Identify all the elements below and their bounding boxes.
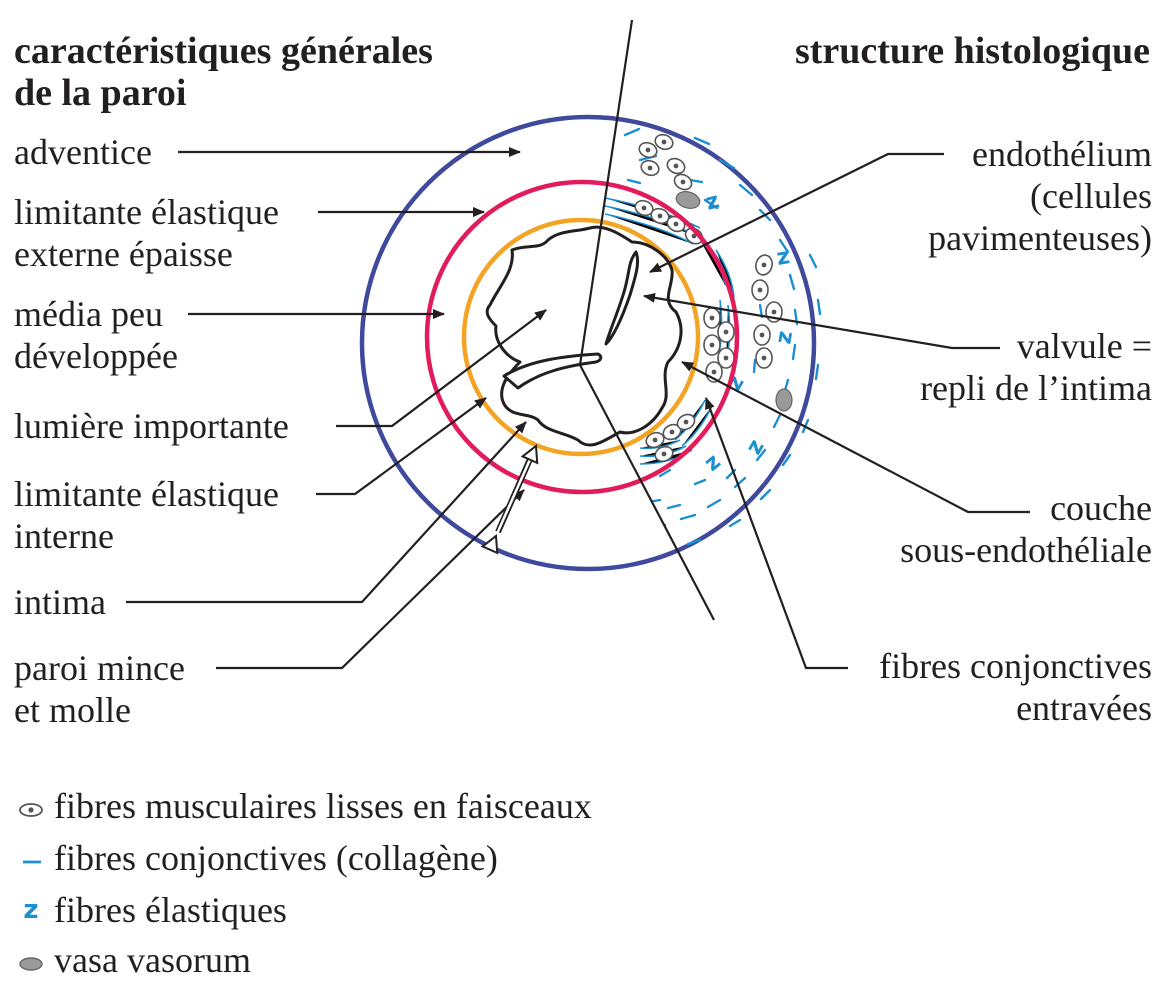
legend-label-elastic: fibres élastiques: [54, 890, 287, 930]
leader-limitante-interne: [316, 398, 486, 494]
svg-text:z: z: [771, 329, 798, 346]
legend-label-muscle: fibres musculaires lisses en faisceaux: [54, 786, 592, 826]
legend-label-vasa: vasa vasorum: [54, 940, 251, 980]
legend-item-vasa: vasa vasorum: [16, 940, 251, 980]
left-leader-lines: [126, 152, 546, 668]
svg-text:z: z: [700, 449, 726, 476]
legend-item-elastic: z fibres élastiques: [16, 890, 287, 930]
legend-label-collagen: fibres conjonctives (collagène): [54, 838, 498, 878]
muscle-fiber-icon: [16, 786, 46, 826]
leader-intima: [126, 422, 526, 602]
svg-text:z: z: [742, 435, 770, 459]
svg-text:z: z: [703, 188, 722, 215]
legend-item-muscle: fibres musculaires lisses en faisceaux: [16, 786, 592, 826]
right-leader-lines: [644, 154, 1030, 668]
elastic-fiber-icon: z: [16, 890, 46, 930]
wall-thickness-arrow-inner: [496, 446, 536, 536]
collagen-fiber-icon: [16, 838, 46, 878]
svg-text:z: z: [775, 244, 792, 271]
leader-paroi: [216, 490, 524, 668]
vasa-vasorum-icon: [16, 940, 46, 980]
legend-item-collagen: fibres conjonctives (collagène): [16, 838, 498, 878]
